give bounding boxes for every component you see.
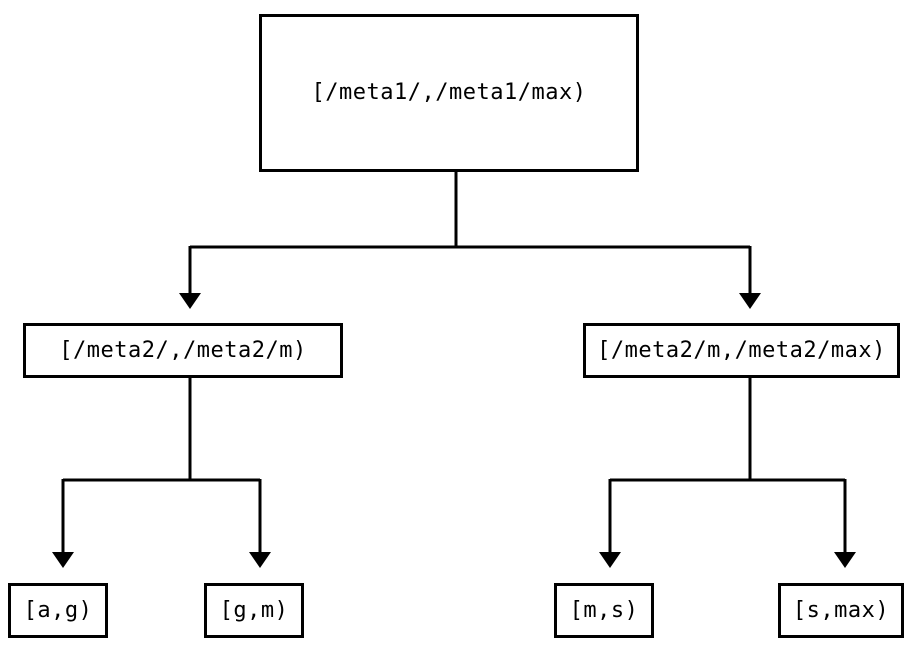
tree-leaf-g-m-label: [g,m) [219, 597, 289, 623]
tree-leaf-m-s: [m,s) [554, 583, 654, 638]
edge-right-child-to-leaves [608, 378, 847, 553]
arrowhead-down-icon [834, 552, 856, 568]
edge-root-to-children [188, 172, 752, 294]
arrowhead-down-icon [52, 552, 74, 568]
edge-left-child-to-leaves [61, 378, 262, 553]
tree-leaf-s-max: [s,max) [778, 583, 904, 638]
tree-node-left-child: [/meta2/,/meta2/m) [23, 323, 343, 378]
tree-leaf-s-max-label: [s,max) [792, 597, 890, 623]
tree-node-root-label: [/meta1/,/meta1/max) [311, 80, 587, 105]
arrowhead-down-icon [249, 552, 271, 568]
tree-leaf-g-m: [g,m) [204, 583, 304, 638]
tree-node-root: [/meta1/,/meta1/max) [259, 14, 639, 172]
tree-node-right-child-label: [/meta2/m,/meta2/max) [597, 337, 886, 363]
tree-leaf-m-s-label: [m,s) [569, 597, 639, 623]
tree-node-left-child-label: [/meta2/,/meta2/m) [59, 337, 307, 363]
tree-leaf-a-g: [a,g) [8, 583, 108, 638]
arrowhead-down-icon [739, 293, 761, 309]
tree-leaf-a-g-label: [a,g) [23, 597, 93, 623]
arrowhead-down-icon [599, 552, 621, 568]
tree-node-right-child: [/meta2/m,/meta2/max) [583, 323, 900, 378]
arrowhead-down-icon [179, 293, 201, 309]
